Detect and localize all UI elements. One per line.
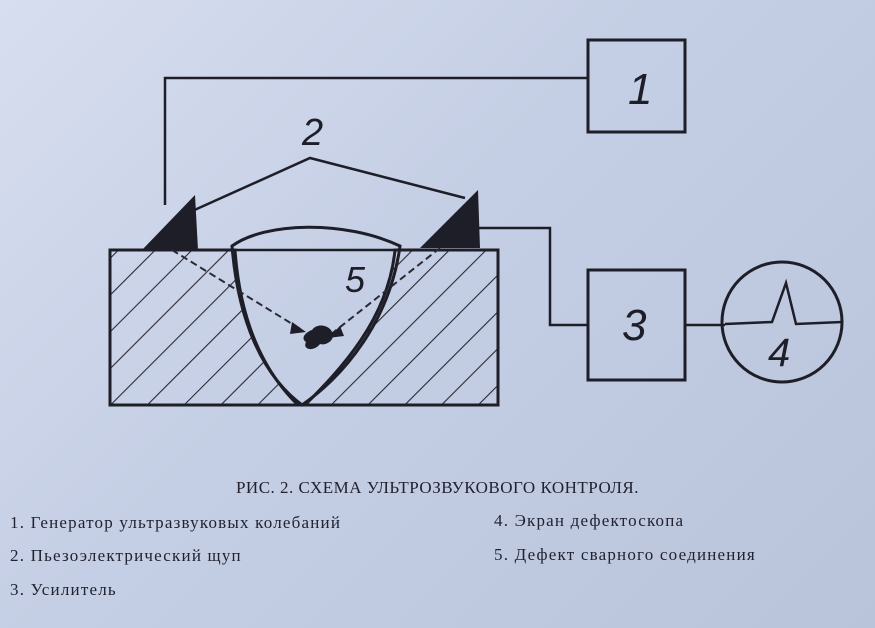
right-probe bbox=[420, 190, 480, 248]
label-generator: 1 bbox=[628, 65, 652, 114]
legend-item-1: 1. Генератор ультразвуковых колебаний bbox=[10, 513, 342, 532]
label-amplifier: 3 bbox=[622, 301, 647, 350]
generator-block bbox=[586, 38, 687, 134]
wire-generator bbox=[163, 76, 588, 205]
legend-item-3: 3. Усилитель bbox=[10, 580, 117, 599]
left-probe bbox=[142, 195, 198, 250]
weld-seam bbox=[230, 225, 402, 407]
label-probe: 2 bbox=[301, 112, 323, 154]
probe-leader-lines bbox=[189, 156, 466, 214]
legend-item-5: 5. Дефект сварного соединения bbox=[494, 545, 756, 564]
label-defect: 5 bbox=[345, 259, 366, 300]
defect-mark bbox=[303, 325, 333, 350]
legend-item-4: 4. Экран дефектоскопа bbox=[494, 511, 685, 530]
left-plate bbox=[108, 248, 302, 407]
label-screen: 4 bbox=[768, 331, 790, 375]
right-plate bbox=[301, 248, 500, 407]
amplifier-block bbox=[586, 268, 687, 382]
beam-paths bbox=[171, 247, 441, 336]
figure-caption: РИС. 2. СХЕМА УЛЬТРОЗВУКОВОГО КОНТРОЛЯ. bbox=[235, 478, 640, 497]
legend-item-2: 2. Пьезоэлектрический щуп bbox=[10, 546, 242, 565]
wire-amplifier bbox=[478, 226, 588, 327]
screen-pulse bbox=[724, 278, 843, 326]
